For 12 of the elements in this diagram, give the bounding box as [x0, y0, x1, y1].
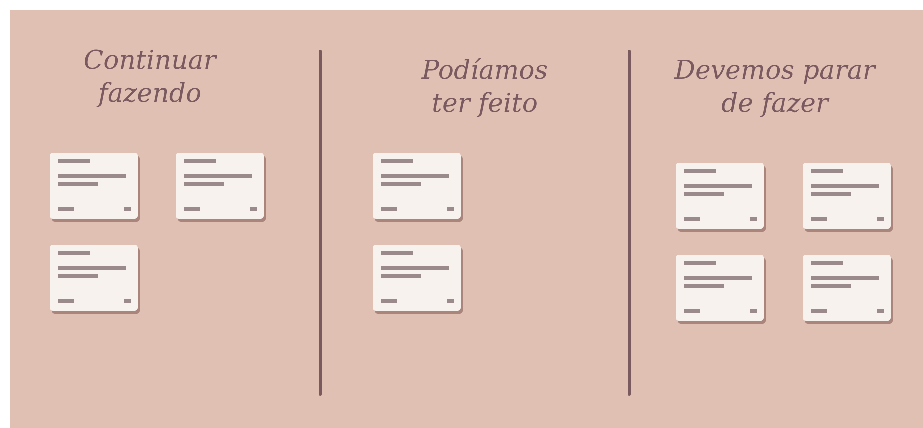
sticky-card — [676, 163, 764, 229]
sticky-card — [373, 153, 461, 219]
sticky-card — [373, 245, 461, 311]
sticky-card — [176, 153, 264, 219]
sticky-card — [50, 153, 138, 219]
sticky-card — [803, 255, 891, 321]
column-heading: Continuar fazendo — [82, 45, 218, 111]
sticky-card — [676, 255, 764, 321]
column-heading: Podíamos ter feito — [420, 55, 550, 121]
sticky-card — [50, 245, 138, 311]
sticky-card — [803, 163, 891, 229]
column-heading: Devemos parar de fazer — [673, 55, 878, 121]
